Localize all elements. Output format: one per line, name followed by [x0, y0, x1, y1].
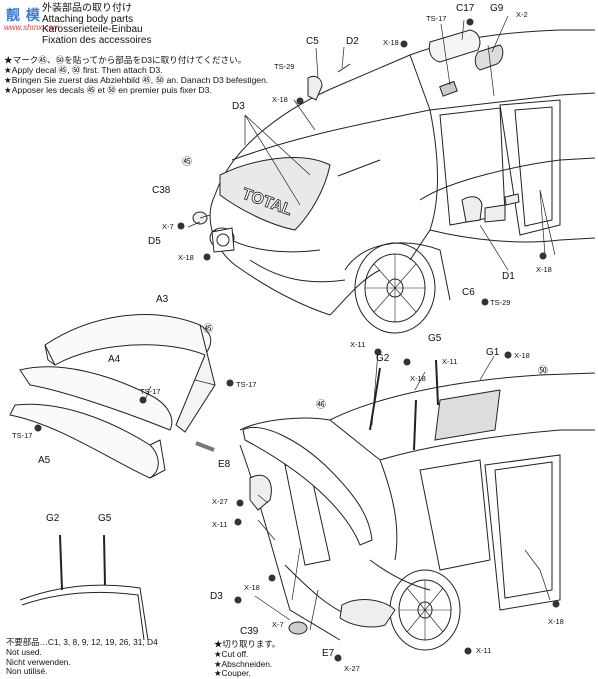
- part-g9: [474, 44, 504, 71]
- unused-parts-note: 不要部品…C1, 3, 8, 9, 12, 19, 26, 31, D4 Not…: [6, 637, 158, 677]
- part-c5: [307, 63, 351, 101]
- label-x11-c: X-11: [212, 520, 228, 529]
- car-bottom-body: [239, 372, 596, 641]
- part-a5: [9, 403, 166, 479]
- label-decal63: ㊿: [538, 366, 548, 377]
- part-wing-top: [242, 426, 373, 546]
- label-d1: D1: [502, 271, 515, 282]
- label-e7: E7: [322, 648, 335, 659]
- label-a5: A5: [38, 455, 51, 466]
- label-x11-a: X-11: [350, 340, 366, 349]
- label-x18-b: X-18: [272, 95, 288, 104]
- label-ts17-top: TS-17: [426, 14, 447, 23]
- label-g2-bot: G2: [46, 513, 60, 524]
- label-x11-b: X-11: [442, 357, 458, 366]
- label-g5-bot: G5: [98, 513, 112, 524]
- cut-fr: ★Couper.: [214, 668, 251, 679]
- unused-de: Nicht verwenden.: [6, 656, 71, 667]
- car-top-wheel: [344, 242, 451, 334]
- label-c5: C5: [306, 36, 319, 47]
- label-x7-b: X-7: [272, 620, 284, 629]
- label-x18-d: X-18: [536, 265, 552, 274]
- arrow-right: [195, 441, 215, 452]
- unused-en: Not used.: [6, 646, 42, 657]
- label-c39: C39: [240, 626, 259, 637]
- header-de: Karosserieteile-Einbau: [42, 24, 143, 35]
- label-c6: C6: [462, 287, 475, 298]
- label-ts17-c: TS-17: [12, 431, 33, 440]
- label-g9: G9: [490, 3, 504, 14]
- label-x11-d: X-11: [476, 646, 492, 655]
- label-x27-a: X-27: [212, 497, 228, 506]
- note-fr: ★Apposer les decals ㊺ et ㊿ en premier pu…: [4, 85, 212, 95]
- unused-fr: Non utilisé.: [6, 666, 48, 677]
- hood-decal-area: [209, 157, 331, 249]
- label-a4: A4: [108, 354, 121, 365]
- label-ts29-a: TS-29: [274, 62, 295, 71]
- note-de: ★Bringen Sie zuerst das Abziehbild ㊺, ㊿ …: [4, 75, 269, 85]
- label-x27-b: X-27: [344, 664, 360, 673]
- part-a4: [19, 366, 173, 431]
- label-a3: A3: [156, 294, 169, 305]
- label-x18-c: X-18: [178, 253, 194, 262]
- note-jp: ★マーク㊺、㊿を貼ってから部品をD3に取り付けてください。: [4, 55, 247, 65]
- roof-detail: [19, 534, 149, 641]
- header-fr: Fixation des accessoires: [42, 34, 152, 46]
- leader-lines: [144, 15, 556, 631]
- label-c17: C17: [456, 3, 475, 14]
- label-g2-top: G2: [376, 353, 390, 364]
- label-x18-g: X-18: [244, 583, 260, 592]
- label-x18-e: X-18: [514, 351, 530, 360]
- part-d5: [211, 227, 235, 253]
- cut-jp: ★切り取ります。: [214, 639, 281, 649]
- cut-en: ★Cut off.: [214, 648, 249, 659]
- unused-jp: 不要部品…C1, 3, 8, 9, 12, 19, 26, 31, D4: [6, 637, 158, 647]
- label-ts17-b: TS-17: [236, 380, 257, 389]
- label-g5-top: G5: [428, 333, 442, 344]
- label-d2: D2: [346, 36, 359, 47]
- label-decal45: ㊺: [203, 324, 213, 335]
- label-d5: D5: [148, 236, 161, 247]
- part-a3: [44, 314, 216, 433]
- note-en: ★Apply decal ㊺, ㊿ first. Then attach D3.: [4, 65, 163, 75]
- label-decal55: ㊻: [316, 400, 326, 411]
- header-jp: 外装部品の取り付け: [42, 3, 132, 14]
- car-top-body: [209, 29, 596, 316]
- watermark-glyphs: 靓 模: [6, 7, 41, 23]
- label-x2: X-2: [516, 10, 528, 19]
- part-e8: [249, 474, 272, 511]
- label-g1: G1: [486, 347, 500, 358]
- label-x18-f: X-18: [410, 374, 426, 383]
- part-mirror-c6: [461, 193, 520, 223]
- label-c38: C38: [152, 185, 171, 196]
- decal-notes: ★マーク㊺、㊿を貼ってから部品をD3に取り付けてください。 ★Apply dec…: [4, 55, 268, 95]
- label-ts17-a: TS-17: [140, 387, 161, 396]
- cut-de: ★Abschneiden.: [214, 658, 273, 669]
- label-e8: E8: [218, 459, 231, 470]
- label-decal48: ㊺: [182, 157, 192, 168]
- watermark-logo: 靓 模 www.shmx.com: [2, 2, 66, 32]
- label-d3-top: D3: [232, 101, 245, 112]
- watermark-site: www.shmx.com: [4, 23, 60, 32]
- part-c39: [288, 621, 308, 635]
- label-d3-bot: D3: [210, 591, 223, 602]
- label-x18-a: X-18: [383, 38, 399, 47]
- cut-off-note: ★切り取ります。 ★Cut off. ★Abschneiden. ★Couper…: [214, 639, 281, 679]
- label-x18-h: X-18: [548, 617, 564, 626]
- bottom-wheel: [389, 569, 461, 651]
- header-en: Attaching body parts: [42, 13, 134, 25]
- step-header: 外装部品の取り付け Attaching body parts Karosseri…: [42, 3, 152, 46]
- label-ts29-b: TS-29: [490, 298, 511, 307]
- part-c17: [428, 29, 481, 97]
- label-x7-a: X-7: [162, 222, 174, 231]
- antenna-g5-g2: [369, 359, 439, 451]
- part-e7: [339, 599, 396, 628]
- screw-markers: [34, 18, 560, 662]
